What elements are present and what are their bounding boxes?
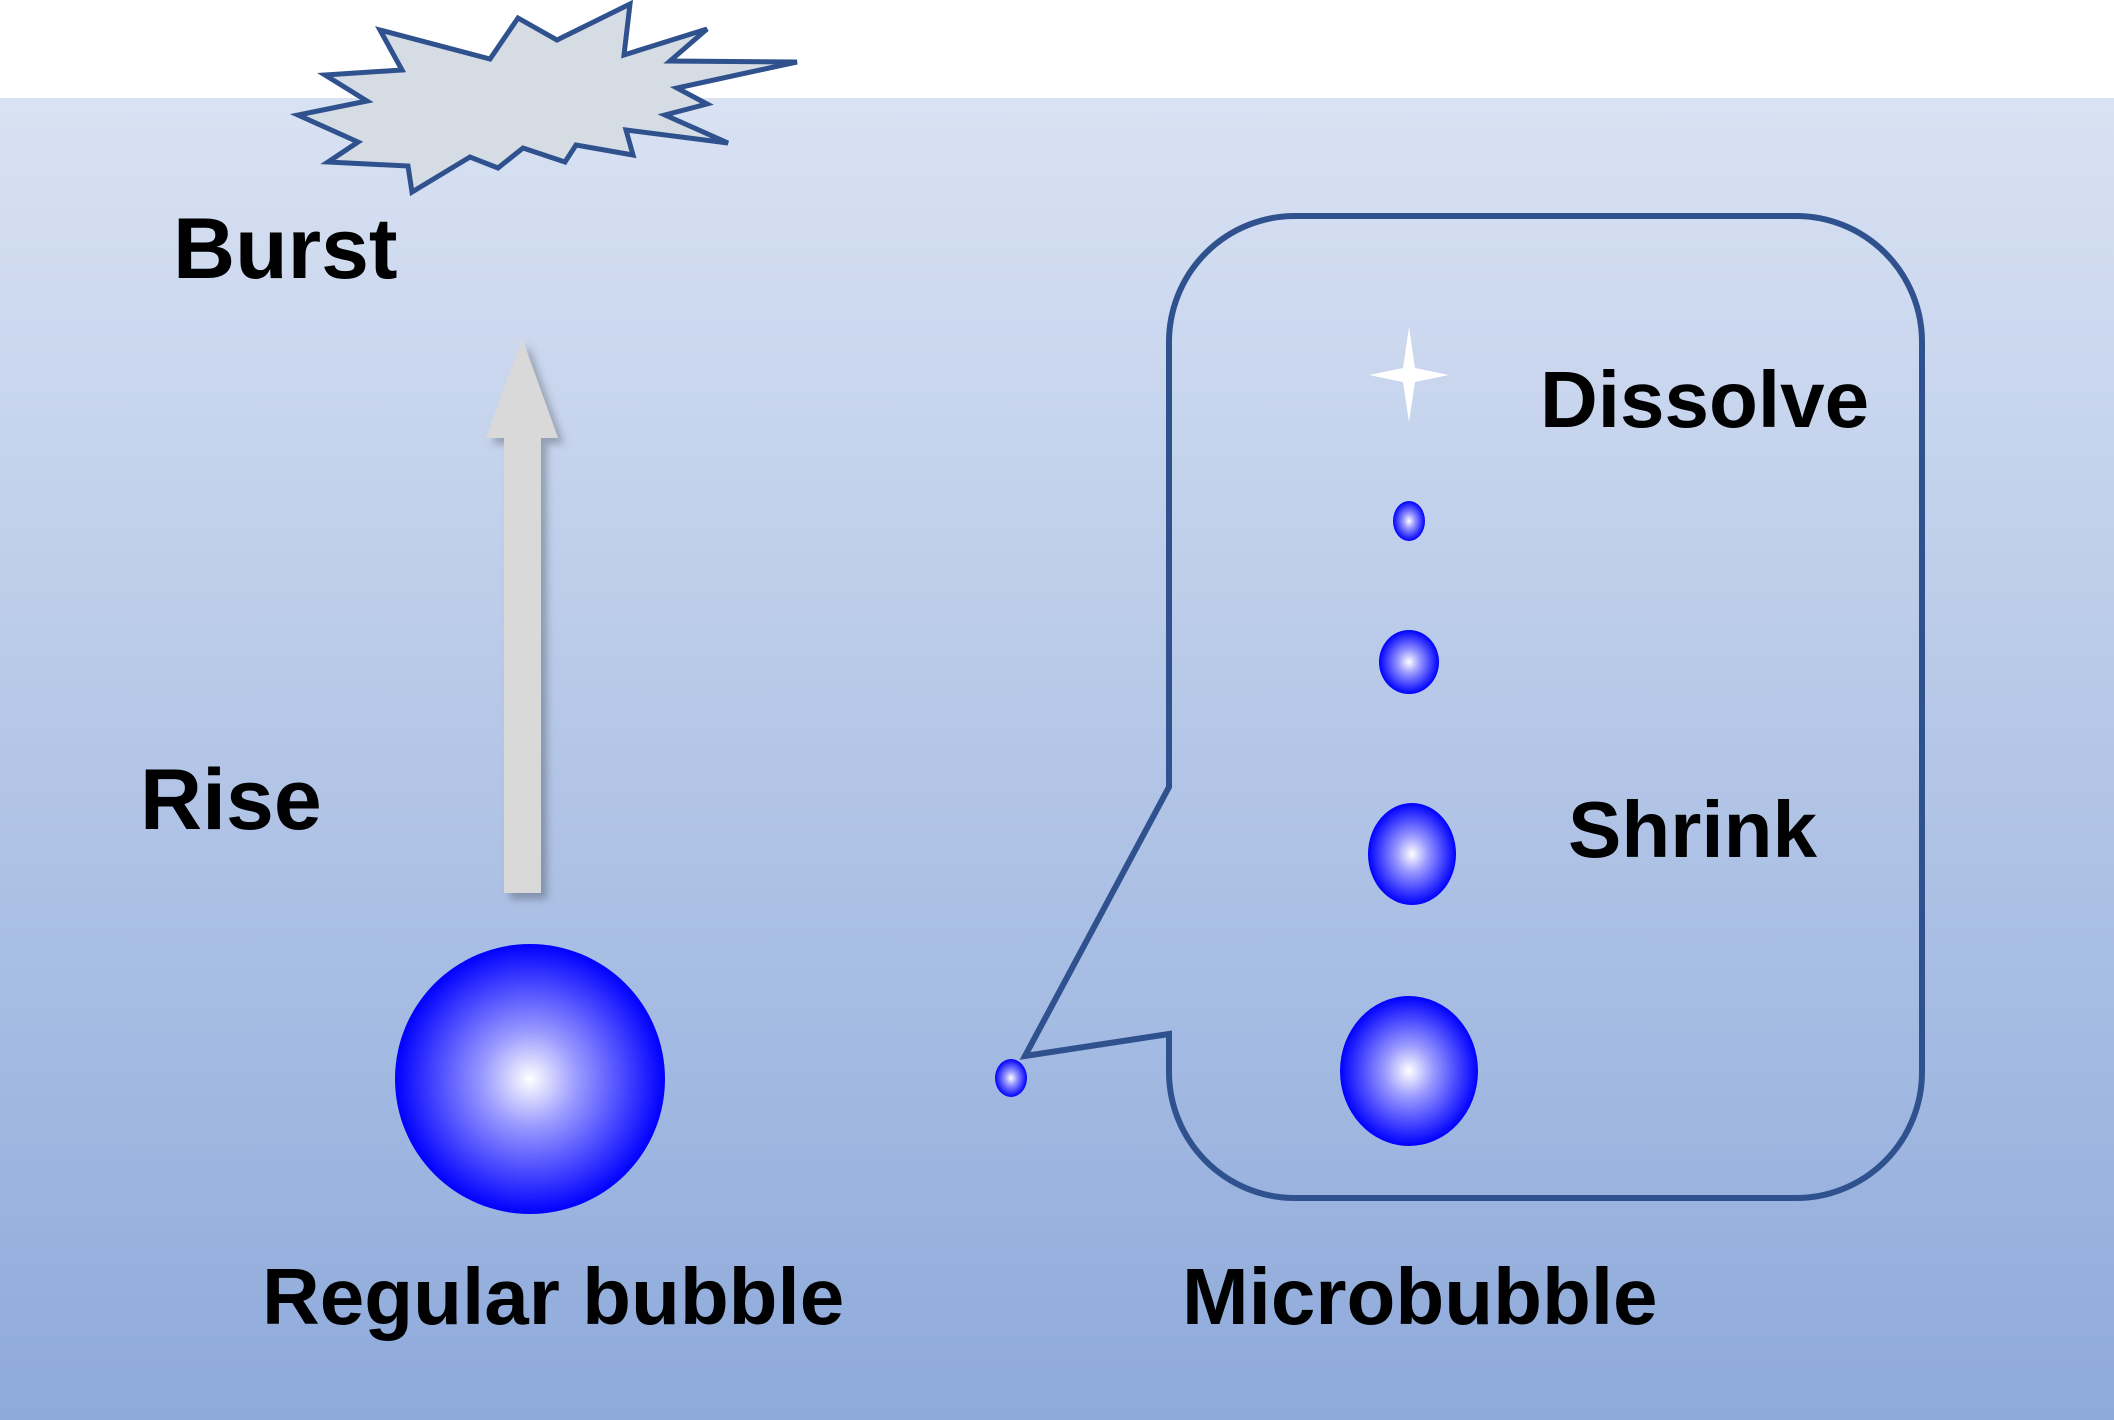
burst-label: Burst <box>173 201 398 297</box>
rise-label: Rise <box>140 752 322 848</box>
burst-shape <box>289 0 798 197</box>
dissolve-sparkle-icon <box>1369 327 1449 422</box>
shrink-bubble-4 <box>1393 501 1425 541</box>
microbubble <box>995 1059 1027 1097</box>
regular-bubble <box>395 944 665 1214</box>
rise-arrow <box>486 338 558 893</box>
dissolve-label: Dissolve <box>1540 355 1870 444</box>
shrink-bubble-2 <box>1368 803 1456 905</box>
regular-bubble-label: Regular bubble <box>262 1252 845 1341</box>
shrink-label: Shrink <box>1568 785 1817 874</box>
shrink-bubble-3 <box>1379 630 1439 694</box>
microbubble-label: Microbubble <box>1182 1252 1658 1341</box>
shrink-bubble-1 <box>1340 996 1478 1146</box>
microbubble-callout <box>1019 213 1925 1201</box>
